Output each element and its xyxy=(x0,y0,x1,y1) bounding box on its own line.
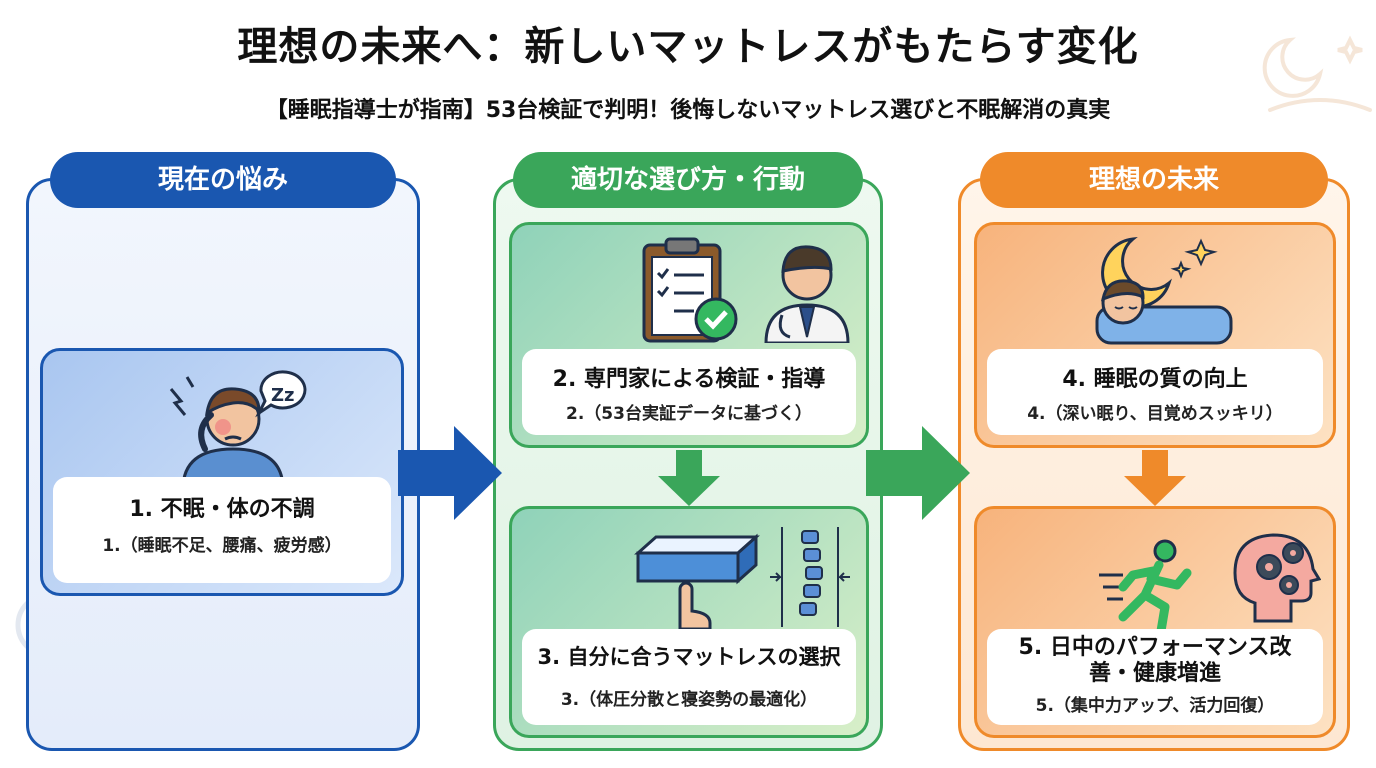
sleeping-moon-icon xyxy=(1095,236,1233,345)
step-label-5: 5. 日中のパフォーマンス改善・健康増進 5.（集中力アップ、活力回復） xyxy=(987,629,1323,725)
step-detail-2: 2.（53台実証データに基づく） xyxy=(566,404,812,424)
arrow-right-green xyxy=(866,426,970,520)
running-person-icon xyxy=(1099,539,1192,635)
step-label-2: 2. 専門家による検証・指導 2.（53台実証データに基づく） xyxy=(522,349,856,435)
column-header-current: 現在の悩み xyxy=(50,152,396,208)
step-title-1: 1. 不眠・体の不調 xyxy=(129,497,315,522)
step-detail-5: 5.（集中力アップ、活力回復） xyxy=(1035,696,1275,716)
arrow-right-blue xyxy=(398,426,502,520)
column-header-action: 適切な選び方・行動 xyxy=(513,152,863,208)
doctor-icon xyxy=(764,245,850,343)
step-card-2: 2. 専門家による検証・指導 2.（53台実証データに基づく） xyxy=(509,222,869,448)
step-card-3: 3. 自分に合うマットレスの選択 3.（体圧分散と寝姿勢の最適化） xyxy=(509,506,869,738)
step-title-5: 5. 日中のパフォーマンス改善・健康増進 xyxy=(1018,635,1292,686)
step-detail-1: 1.（睡眠不足、腰痛、疲労感） xyxy=(102,536,342,556)
step-card-4: 4. 睡眠の質の向上 4.（深い眠り、目覚めスッキリ） xyxy=(974,222,1336,448)
step-label-4: 4. 睡眠の質の向上 4.（深い眠り、目覚めスッキリ） xyxy=(987,349,1323,435)
step-label-3: 3. 自分に合うマットレスの選択 3.（体圧分散と寝姿勢の最適化） xyxy=(522,629,856,725)
clipboard-check-icon xyxy=(642,237,738,343)
step-detail-4: 4.（深い眠り、目覚めスッキリ） xyxy=(1027,404,1283,424)
arrow-down-green xyxy=(658,450,720,506)
brain-gears-icon xyxy=(1233,533,1321,623)
step-title-2: 2. 専門家による検証・指導 xyxy=(552,367,826,392)
step-card-5: 5. 日中のパフォーマンス改善・健康増進 5.（集中力アップ、活力回復） xyxy=(974,506,1336,738)
page-subtitle: 【睡眠指導士が指南】53台検証で判明！後悔しないマットレス選びと不眠解消の真実 xyxy=(265,98,1111,123)
column-header-future: 理想の未来 xyxy=(980,152,1328,208)
step-title-4: 4. 睡眠の質の向上 xyxy=(1062,367,1248,392)
arrow-down-orange xyxy=(1124,450,1186,506)
step-card-1: Zz 1. 不眠・体の不調 1.（睡眠不足、腰痛、疲労感） xyxy=(40,348,404,596)
step-detail-3: 3.（体圧分散と寝姿勢の最適化） xyxy=(560,690,818,710)
page-title: 理想の未来へ：新しいマットレスがもたらす変化 xyxy=(237,24,1139,70)
zzz-bubble-icon: Zz xyxy=(255,370,307,418)
step-label-1: 1. 不眠・体の不調 1.（睡眠不足、腰痛、疲労感） xyxy=(53,477,391,583)
spine-icon xyxy=(770,527,850,627)
mattress-press-icon xyxy=(634,533,760,631)
step-title-3: 3. 自分に合うマットレスの選択 xyxy=(537,645,841,669)
headache-person-icon xyxy=(169,376,285,489)
svg-text:Zz: Zz xyxy=(271,385,295,406)
